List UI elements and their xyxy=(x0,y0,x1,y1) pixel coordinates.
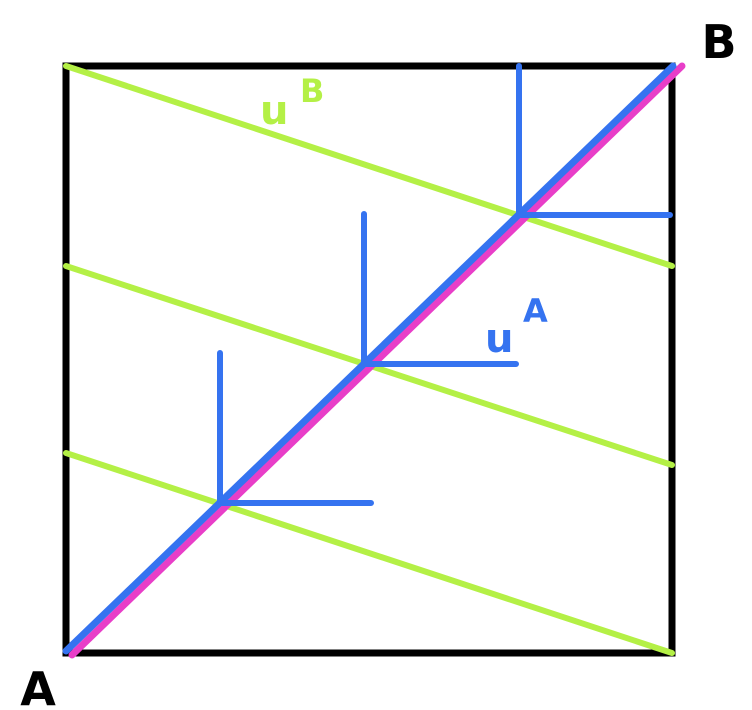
indifference-curve-a-2 xyxy=(361,211,519,367)
utility-label-b-superscript: B xyxy=(300,72,324,110)
diagonal-line xyxy=(62,62,677,655)
utility-label-a-superscript: A xyxy=(523,292,548,330)
edgeworth-box-frame xyxy=(62,62,676,657)
contract-curve xyxy=(68,62,686,659)
corner-label-b: B xyxy=(701,15,736,69)
indifference-curve-b-3 xyxy=(63,450,675,656)
indifference-curves-a xyxy=(217,63,673,506)
utility-label-a: u xyxy=(485,316,513,362)
indifference-curve-a-1 xyxy=(217,350,374,506)
corner-label-a: A xyxy=(20,662,56,710)
indifference-curve-b-1 xyxy=(63,63,675,269)
indifference-curve-a-3 xyxy=(516,63,673,218)
utility-label-b: u xyxy=(260,88,288,134)
